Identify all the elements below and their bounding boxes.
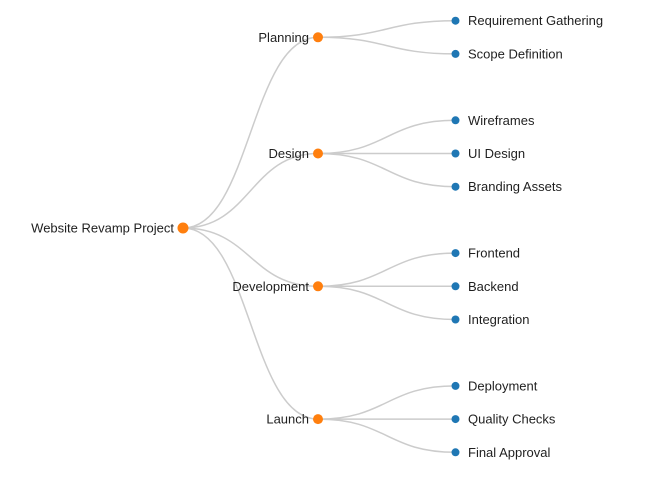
- tree-node-dot-integration[interactable]: [451, 315, 460, 324]
- tree-node-label-final-approval[interactable]: Final Approval: [468, 445, 550, 460]
- tree-node-label-deployment[interactable]: Deployment: [468, 378, 538, 393]
- tree-node-label-ui-design[interactable]: UI Design: [468, 146, 525, 161]
- tree-node-dot-design[interactable]: [313, 148, 323, 159]
- tree-node-label-planning[interactable]: Planning: [258, 30, 309, 45]
- tree-node-dot-quality-checks[interactable]: [451, 415, 460, 424]
- tree-node-dot-final-approval[interactable]: [451, 448, 460, 457]
- tree-edge-frontend: [317, 252, 456, 288]
- tree-node-label-website-revamp-project[interactable]: Website Revamp Project: [31, 221, 174, 236]
- tree-node-label-requirement-gathering[interactable]: Requirement Gathering: [468, 13, 603, 28]
- tree-node-dot-launch[interactable]: [313, 414, 323, 425]
- tree-node-label-integration[interactable]: Integration: [468, 312, 529, 327]
- tree-edge-design: [182, 152, 319, 229]
- tree-node-dot-website-revamp-project[interactable]: [177, 222, 189, 234]
- tree-edge-launch: [182, 227, 319, 420]
- tree-edge-requirement-gathering: [317, 19, 456, 39]
- tree-node-label-scope-definition[interactable]: Scope Definition: [468, 46, 563, 61]
- tree-node-label-branding-assets[interactable]: Branding Assets: [468, 179, 562, 194]
- tree-nodes: [177, 16, 460, 457]
- tree-node-dot-scope-definition[interactable]: [451, 49, 460, 58]
- tree-labels: Website Revamp Project Planning Requiremen…: [31, 13, 603, 460]
- tree-node-label-backend[interactable]: Backend: [468, 279, 519, 294]
- tree-edge-branding-assets: [317, 152, 456, 188]
- tree-node-dot-branding-assets[interactable]: [451, 182, 460, 191]
- tree-node-dot-backend[interactable]: [451, 282, 460, 291]
- tree-edge-wireframes: [317, 119, 456, 155]
- tree-edge-deployment: [317, 385, 456, 420]
- tree-node-dot-development[interactable]: [313, 281, 323, 292]
- tree-edge-final-approval: [317, 418, 456, 454]
- tree-node-label-development[interactable]: Development: [232, 279, 309, 294]
- tree-node-label-launch[interactable]: Launch: [266, 412, 309, 427]
- tree-edge-integration: [317, 285, 456, 321]
- tree-node-label-design[interactable]: Design: [269, 146, 309, 161]
- tree-node-dot-frontend[interactable]: [451, 249, 460, 258]
- tree-node-label-wireframes[interactable]: Wireframes: [468, 113, 535, 128]
- tree-node-dot-ui-design[interactable]: [451, 149, 460, 158]
- tree-edges: [182, 19, 456, 454]
- tree-node-dot-requirement-gathering[interactable]: [451, 16, 460, 25]
- tree-edge-planning: [182, 36, 319, 229]
- tree-node-label-quality-checks[interactable]: Quality Checks: [468, 412, 556, 427]
- tree-edge-scope-definition: [317, 36, 456, 55]
- tree-edge-development: [182, 227, 319, 288]
- tree-node-dot-deployment[interactable]: [451, 381, 460, 390]
- tree-node-dot-planning[interactable]: [313, 32, 323, 43]
- tree-node-dot-wireframes[interactable]: [451, 116, 460, 125]
- tree-node-label-frontend[interactable]: Frontend: [468, 246, 520, 261]
